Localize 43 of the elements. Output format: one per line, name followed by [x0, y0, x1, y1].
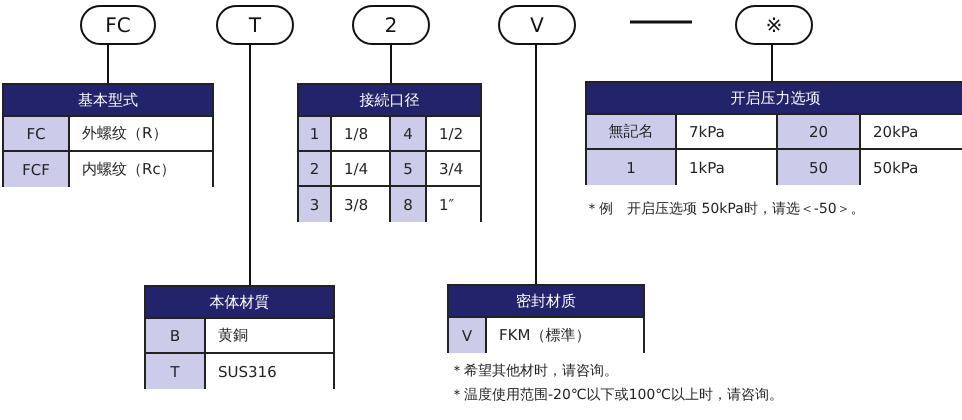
code-cell: FC [4, 117, 70, 152]
code-pill: FC [80, 5, 156, 45]
code-cell: 50 [778, 150, 861, 185]
code-table [297, 83, 482, 222]
value-cell: 1/8 [332, 117, 391, 152]
note-text: ＊希望其他材时，请咨询。 [450, 362, 618, 380]
code-cell: 5 [391, 152, 427, 187]
code-cell: 3 [299, 187, 332, 222]
code-pill: V [498, 5, 576, 45]
code-cell: 2 [299, 152, 332, 187]
leader-line [390, 45, 392, 83]
value-cell: 1/4 [332, 152, 391, 187]
note-text: ＊温度使用范围-20℃以下或100℃以上时，请咨询。 [450, 386, 784, 404]
code-pill: T [216, 5, 294, 45]
code-pill: ※ [735, 5, 813, 45]
code-cell: B [146, 319, 206, 354]
code-table [585, 81, 962, 185]
code-table [144, 285, 335, 389]
code-cell: 4 [391, 117, 427, 152]
value-cell: 7kPa [677, 115, 778, 150]
code-cell: FCF [4, 152, 70, 187]
code-cell: T [146, 354, 206, 389]
table-header: 本体材質 [146, 287, 333, 319]
value-cell: 1kPa [677, 150, 778, 185]
code-table [2, 83, 214, 187]
code-cell: 8 [391, 187, 427, 222]
leader-line [535, 45, 537, 284]
note-text: ＊例 开启压选项 50kPa时，请选＜-50＞。 [585, 200, 865, 218]
code-cell: 1 [587, 150, 677, 185]
code-cell: 20 [778, 115, 861, 150]
leader-line [771, 45, 773, 81]
code-cell: 無記名 [587, 115, 677, 150]
table-header: 基本型式 [4, 85, 212, 117]
leader-line [249, 45, 251, 285]
code-pill: 2 [352, 5, 430, 45]
table-header: 密封材质 [449, 286, 643, 318]
value-cell: 3/8 [332, 187, 391, 222]
table-header: 接続口径 [299, 85, 480, 117]
code-table [447, 284, 645, 353]
code-cell: 1 [299, 117, 332, 152]
table-header: 开启压力选项 [587, 83, 962, 115]
code-cell: V [449, 318, 487, 353]
leader-line [107, 45, 109, 83]
